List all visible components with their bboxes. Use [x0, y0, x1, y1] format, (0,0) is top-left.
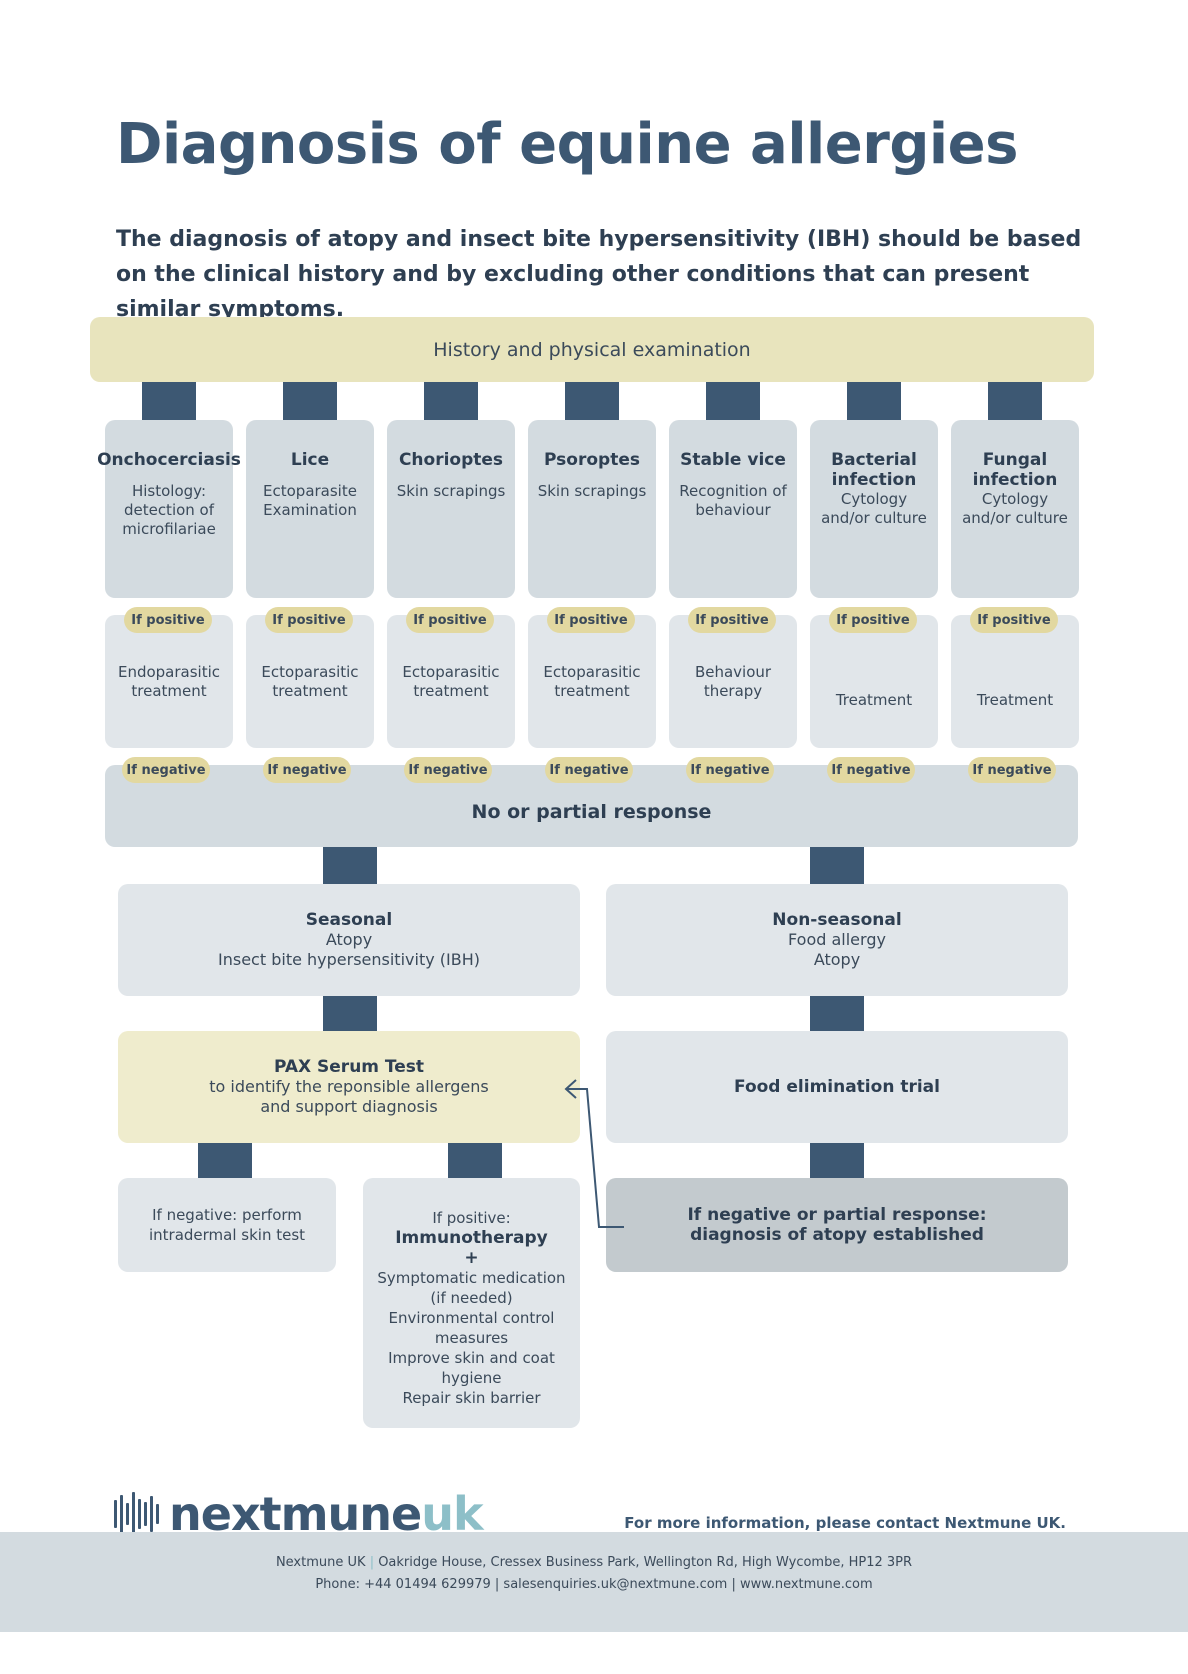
pax-line: and support diagnosis — [260, 1097, 438, 1116]
positive-item: hygiene — [441, 1369, 502, 1387]
if-positive-badge: If positive — [124, 607, 212, 633]
immunotherapy-card: If positive: Immunotherapy + Symptomatic… — [363, 1178, 580, 1428]
if-positive-badge: If positive — [406, 607, 494, 633]
plus-sign: + — [464, 1248, 479, 1268]
treatment-card: Treatment — [951, 615, 1079, 748]
footer-contact-line: Phone: +44 01494 629979 | salesenquiries… — [315, 1577, 873, 1592]
if-negative-badge: If negative — [122, 757, 210, 783]
condition-test: Cytology and/or culture — [962, 490, 1068, 527]
pax-line: to identify the reponsible allergens — [209, 1077, 489, 1096]
contact-text: For more information, please contact Nex… — [624, 1514, 1066, 1532]
treatment-text: Endoparasitic treatment — [117, 662, 221, 700]
if-negative-badge: If negative — [404, 757, 492, 783]
positive-item: Environmental control — [388, 1309, 555, 1327]
footer: Nextmune UK | Oakridge House, Cressex Bu… — [0, 1532, 1188, 1632]
condition-card-psoroptes: Psoroptes Skin scrapings — [528, 420, 656, 598]
positive-intro: If positive: — [432, 1209, 511, 1227]
food-trial-title: Food elimination trial — [734, 1077, 940, 1097]
footer-address: Oakridge House, Cressex Business Park, W… — [378, 1555, 913, 1570]
condition-card-fungal: Fungal infection Cytology and/or culture — [951, 420, 1079, 598]
condition-test: Skin scrapings — [396, 482, 506, 500]
if-negative-badge: If negative — [263, 757, 351, 783]
if-negative-badge: If negative — [545, 757, 633, 783]
treatment-card: Endoparasitic treatment — [105, 615, 233, 748]
treatment-card: Ectoparasitic treatment — [246, 615, 374, 748]
atopy-established-card: If negative or partial response: diagnos… — [606, 1178, 1068, 1272]
condition-test: Ectoparasite Examination — [263, 482, 357, 519]
footer-company: Nextmune UK — [275, 1555, 366, 1570]
if-negative-badge: If negative — [968, 757, 1056, 783]
condition-card-onchocerciasis: Onchocerciasis Histology: detection of m… — [97, 420, 241, 598]
history-exam-bar: History and physical examination — [90, 317, 1094, 382]
treatment-text: Behaviour therapy — [694, 662, 772, 700]
intro-text: The diagnosis of atopy and insect bite h… — [116, 227, 1082, 322]
treatment-text: Treatment — [835, 691, 913, 709]
intradermal-test-card: If negative: perform intradermal skin te… — [118, 1178, 336, 1272]
seasonal-title: Seasonal — [305, 910, 393, 930]
treatment-card: Ectoparasitic treatment — [528, 615, 656, 748]
intradermal-line: intradermal skin test — [148, 1226, 306, 1244]
food-elimination-trial-card: Food elimination trial — [606, 1031, 1068, 1143]
condition-name: Psoroptes — [544, 450, 640, 470]
condition-card-chorioptes: Chorioptes Skin scrapings — [387, 420, 515, 598]
treatment-text: Ectoparasitic treatment — [402, 662, 500, 700]
condition-card-stable-vice: Stable vice Recognition of behaviour — [669, 420, 797, 598]
condition-card-bacterial: Bacterial infection Cytology and/or cult… — [810, 420, 938, 598]
condition-name: Onchocerciasis — [97, 450, 241, 470]
positive-item: measures — [434, 1329, 509, 1347]
non-seasonal-line: Food allergy — [788, 930, 886, 949]
if-positive-badge: If positive — [688, 607, 776, 633]
non-seasonal-card: Non-seasonal Food allergy Atopy — [606, 884, 1068, 996]
atopy-line: If negative or partial response: — [687, 1205, 987, 1225]
treatment-text: Ectoparasitic treatment — [543, 662, 641, 700]
pax-title: PAX Serum Test — [273, 1057, 425, 1077]
seasonal-card: Seasonal Atopy Insect bite hypersensitiv… — [118, 884, 580, 996]
condition-test: Skin scrapings — [537, 482, 647, 500]
positive-item: Symptomatic medication — [377, 1269, 566, 1287]
condition-name: Chorioptes — [398, 450, 504, 470]
treatment-text: Treatment — [976, 691, 1054, 709]
treatment-card: Treatment — [810, 615, 938, 748]
non-seasonal-line: Atopy — [813, 950, 861, 969]
positive-item: Repair skin barrier — [402, 1389, 541, 1407]
if-positive-badge: If positive — [970, 607, 1058, 633]
positive-item: (if needed) — [430, 1289, 513, 1307]
treatment-text: Ectoparasitic treatment — [261, 662, 359, 700]
immunotherapy-title: Immunotherapy — [395, 1228, 548, 1248]
page-title: Diagnosis of equine allergies — [116, 112, 1018, 177]
treatment-card: Ectoparasitic treatment — [387, 615, 515, 748]
treatment-card: Behaviour therapy — [669, 615, 797, 748]
condition-name: Bacterial infection — [831, 450, 917, 490]
if-positive-badge: If positive — [829, 607, 917, 633]
if-positive-badge: If positive — [265, 607, 353, 633]
condition-name: Stable vice — [680, 450, 786, 470]
if-positive-badge: If positive — [547, 607, 635, 633]
condition-name: Lice — [290, 450, 330, 470]
if-negative-badge: If negative — [827, 757, 915, 783]
condition-name: Fungal infection — [972, 450, 1058, 490]
seasonal-line: Atopy — [325, 930, 373, 949]
atopy-line: diagnosis of atopy established — [690, 1225, 984, 1245]
if-negative-badge: If negative — [686, 757, 774, 783]
pax-serum-test-card: PAX Serum Test to identify the reponsibl… — [118, 1031, 580, 1143]
positive-item: Improve skin and coat — [388, 1349, 555, 1367]
condition-test: Cytology and/or culture — [821, 490, 927, 527]
condition-card-lice: Lice Ectoparasite Examination — [246, 420, 374, 598]
intradermal-line: If negative: perform — [152, 1206, 302, 1224]
condition-test: Histology: detection of microfilariae — [122, 482, 216, 538]
non-seasonal-title: Non-seasonal — [772, 910, 902, 930]
seasonal-line: Insect bite hypersensitivity (IBH) — [218, 950, 480, 969]
footer-address-line: Nextmune UK | Oakridge House, Cressex Bu… — [275, 1555, 913, 1570]
condition-test: Recognition of behaviour — [679, 482, 787, 519]
logo-bars-icon — [114, 1492, 159, 1536]
